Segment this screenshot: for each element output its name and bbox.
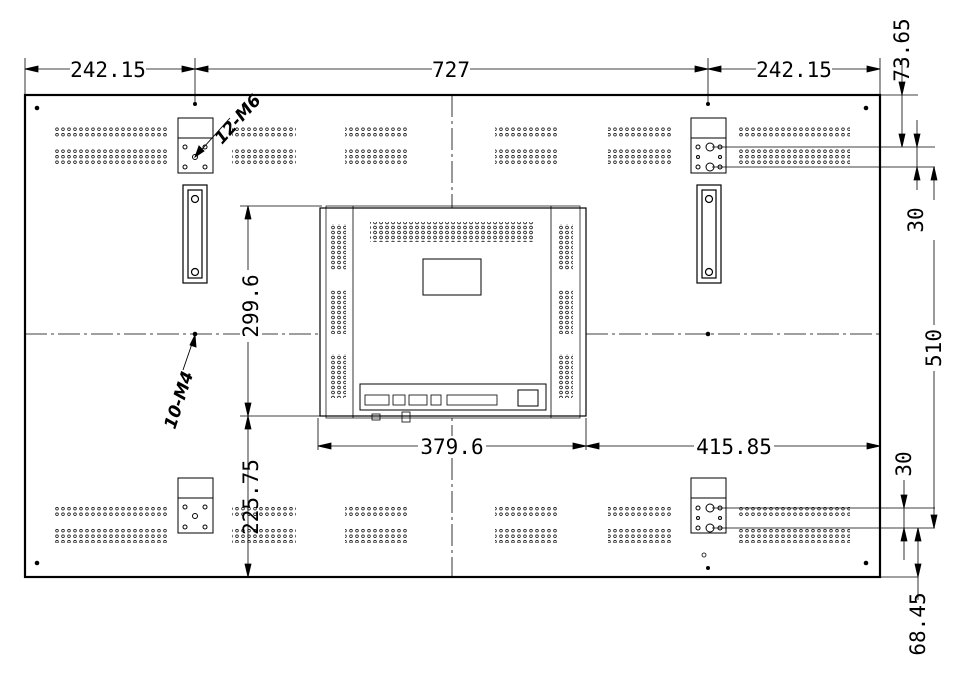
mount-bracket-top-right [690,117,727,174]
dim-right-total-height: 510 [922,329,946,367]
dim-top-center-width: 727 [432,58,470,82]
dim-box-width: 379.6 [420,435,483,459]
label-left-screw: 10-M4 [161,369,198,432]
vent-grids-bottom [55,506,850,543]
panel-outline [23,93,882,579]
dim-right-bottom-offset: 68.45 [906,592,930,655]
dim-right-top-offset: 73.65 [890,18,914,81]
dim-right-gap: 415.85 [696,435,772,459]
dim-right-upper-spacing: 30 [904,207,928,232]
dim-center-box-height: 299.6 [239,274,263,337]
dim-top-right-width: 242.15 [756,58,832,82]
mount-bracket-top-left [177,117,214,174]
handle-left [182,184,208,284]
dimension-lines [24,58,938,600]
extension-lines [24,58,935,578]
mount-bracket-bottom-left [177,477,214,534]
dim-bottom-left-height: 225.75 [239,459,263,535]
dim-top-left-width: 242.15 [70,58,146,82]
control-box [319,205,587,423]
leader-lines [182,117,231,371]
dim-right-lower-spacing: 30 [892,451,916,476]
corner-holes [34,102,869,570]
mount-bracket-bottom-right [690,477,727,534]
handle-right [696,184,722,284]
vent-grids-top [55,126,850,164]
label-upper-screw: 12-M6 [211,91,266,149]
